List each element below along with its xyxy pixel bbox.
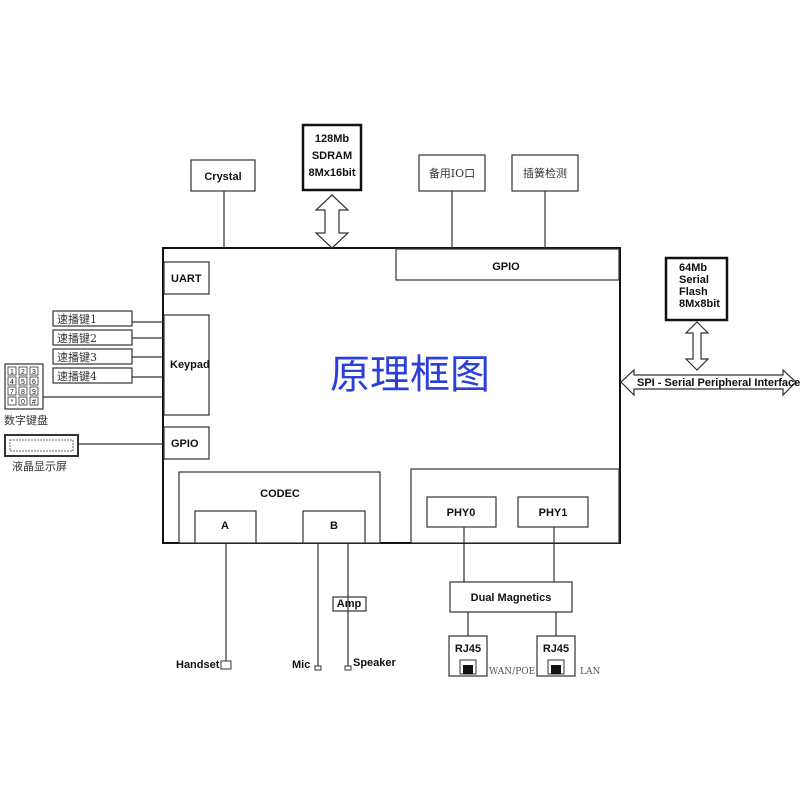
port-inner	[551, 665, 561, 674]
jack-detect-box	[511, 154, 579, 192]
codec-b-label: B	[330, 520, 338, 532]
dual-magnetics-label: Dual Magnetics	[471, 592, 552, 604]
keypad-key	[29, 396, 39, 406]
sdram-box	[301, 123, 363, 192]
lcd-caption: 液晶显示屏	[12, 459, 67, 473]
lcd-icon	[4, 434, 79, 457]
handset-label: Handset	[176, 659, 220, 671]
keypad-key-label: 9	[32, 389, 36, 396]
flash-line-4: 8Mx8bit	[679, 298, 720, 310]
speed-key-4: 速播键4	[57, 369, 97, 383]
flash-line-2: Serial	[679, 274, 709, 286]
crystal-label: Crystal	[204, 171, 241, 183]
keypad-key-label: *	[11, 399, 14, 406]
crystal-box	[190, 159, 256, 192]
keypad-key	[7, 366, 17, 376]
keypad-key-label: 6	[32, 379, 36, 386]
flash-line-1: 64Mb	[679, 262, 707, 274]
keypad-key	[18, 376, 28, 386]
speed-key-3: 速播键3	[57, 350, 97, 364]
keypad-key-label: 1	[10, 369, 14, 376]
lcd-pins	[9, 439, 74, 452]
codec-b-box	[302, 510, 366, 544]
jack-detect-label: 插簧检测	[523, 166, 567, 180]
speaker-label: Speaker	[353, 657, 397, 669]
keypad-label: Keypad	[170, 359, 210, 371]
flash-box	[664, 256, 729, 322]
sdram-line-3: 8Mx16bit	[308, 167, 355, 179]
keypad-key-label: 8	[21, 389, 25, 396]
codec-label: CODEC	[260, 488, 300, 500]
amp-box	[332, 596, 367, 612]
keypad-key-label: 0	[21, 399, 25, 406]
spi-label: SPI - Serial Peripheral Interface	[637, 377, 800, 389]
keypad-key	[7, 386, 17, 396]
keypad-key	[18, 396, 28, 406]
sdram-line-2: SDRAM	[312, 150, 352, 162]
mic-icon	[314, 665, 322, 671]
ethernet-port-icon	[459, 659, 477, 675]
codec-a-label: A	[221, 520, 229, 532]
keypad-key	[7, 376, 17, 386]
spare-io-label: 备用IO口	[429, 166, 475, 180]
dual-magnetics-box	[449, 581, 573, 613]
speaker-icon	[344, 665, 352, 671]
phy1-box	[517, 496, 589, 528]
sdram-bus-arrow	[314, 194, 350, 249]
phy0-label: PHY0	[447, 507, 476, 519]
gpio-top-label: GPIO	[492, 261, 520, 273]
handset-icon	[220, 660, 232, 670]
mic-label: Mic	[292, 659, 310, 671]
keypad-key	[29, 366, 39, 376]
flash-bus-arrow	[684, 321, 710, 371]
speed-keys: 速播键1 速播键2 速播键3 速播键4	[52, 310, 163, 384]
speed-key-1: 速播键1	[57, 312, 97, 326]
diagram-title: 原理框图	[330, 352, 490, 398]
keypad-key	[18, 366, 28, 376]
sdram-line-1: 128Mb	[315, 133, 350, 145]
keypad-key	[29, 376, 39, 386]
speed-key-2: 速播键2	[57, 331, 97, 345]
phy0-box	[426, 496, 497, 528]
uart-label: UART	[171, 273, 202, 285]
rj45-wan-label: RJ45	[455, 643, 481, 655]
keypad-key-label: 2	[21, 369, 25, 376]
speed-key-4-box	[52, 367, 133, 384]
keypad-key	[18, 386, 28, 396]
keypad-key-label: 3	[32, 369, 36, 376]
codec-a-box	[194, 510, 257, 544]
keypad-key-label: 5	[21, 379, 25, 386]
amp-label: Amp	[337, 598, 362, 610]
lan-label: LAN	[580, 667, 600, 677]
spi-bus-arrow	[620, 368, 797, 397]
keypad-box	[163, 314, 210, 416]
ethernet-port-icon	[547, 659, 565, 675]
keypad-key	[7, 396, 17, 406]
uart-box	[163, 261, 210, 295]
gpio-left-label: GPIO	[171, 438, 199, 450]
keypad-key	[29, 386, 39, 396]
wan-label: WAN/POE	[489, 667, 535, 677]
phy1-label: PHY1	[539, 507, 568, 519]
keypad-key-label: #	[32, 399, 36, 406]
gpio-left-box	[163, 426, 210, 460]
rj45-lan-label: RJ45	[543, 643, 569, 655]
flash-line-3: Flash	[679, 286, 708, 298]
port-inner	[463, 665, 473, 674]
gpio-top-box	[395, 248, 620, 281]
speed-key-1-box	[52, 310, 133, 327]
keypad-key-label: 7	[10, 389, 14, 396]
keypad-key-label: 4	[10, 379, 14, 386]
keypad-caption: 数字键盘	[4, 413, 48, 427]
